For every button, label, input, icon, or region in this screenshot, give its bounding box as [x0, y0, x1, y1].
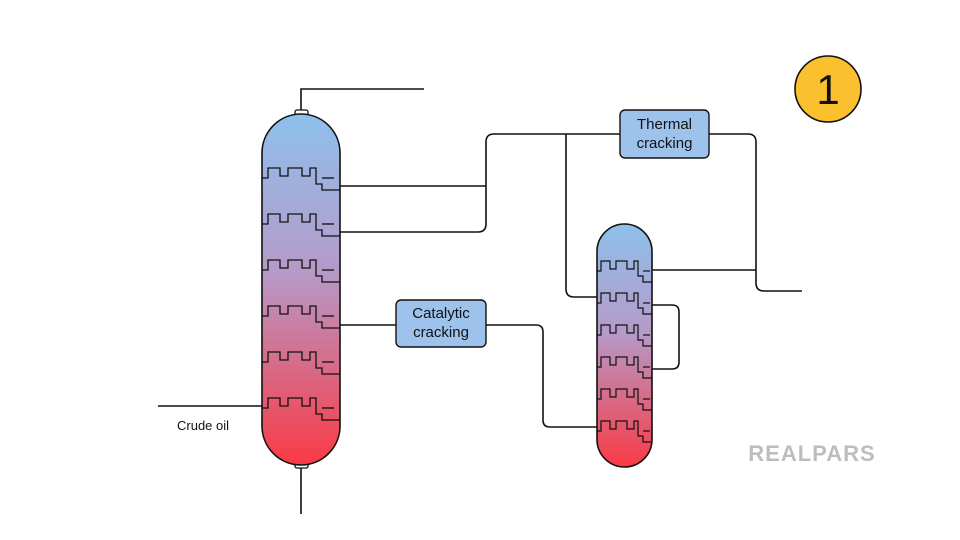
catalytic-cracking-unit: Catalytic cracking: [395, 299, 487, 348]
thermal-cracking-unit: Thermal cracking: [619, 109, 710, 159]
secondary-column: [596, 223, 653, 468]
step-number-badge: 1: [794, 55, 862, 123]
catalytic-cracking-label-line1: Catalytic: [412, 305, 470, 322]
step-number: 1: [816, 66, 839, 113]
realpars-logo: REALPARS: [748, 441, 875, 466]
thermal-cracking-label-line1: Thermal: [637, 116, 692, 133]
thermal-outlet-line: [709, 133, 802, 292]
piping: [158, 88, 802, 514]
thermal-to-small-column-line: [565, 134, 597, 298]
main-distillation-column: [261, 109, 341, 469]
catalytic-cracking-label-line2: cracking: [413, 324, 469, 341]
thermal-cracking-label-line2: cracking: [637, 135, 693, 152]
draw-line-2: [340, 133, 620, 233]
catalytic-outlet-line: [486, 324, 597, 428]
crude-oil-label: Crude oil: [177, 418, 229, 433]
small-column-recycle-loop: [652, 304, 680, 370]
overhead-vapor-line: [300, 88, 424, 113]
